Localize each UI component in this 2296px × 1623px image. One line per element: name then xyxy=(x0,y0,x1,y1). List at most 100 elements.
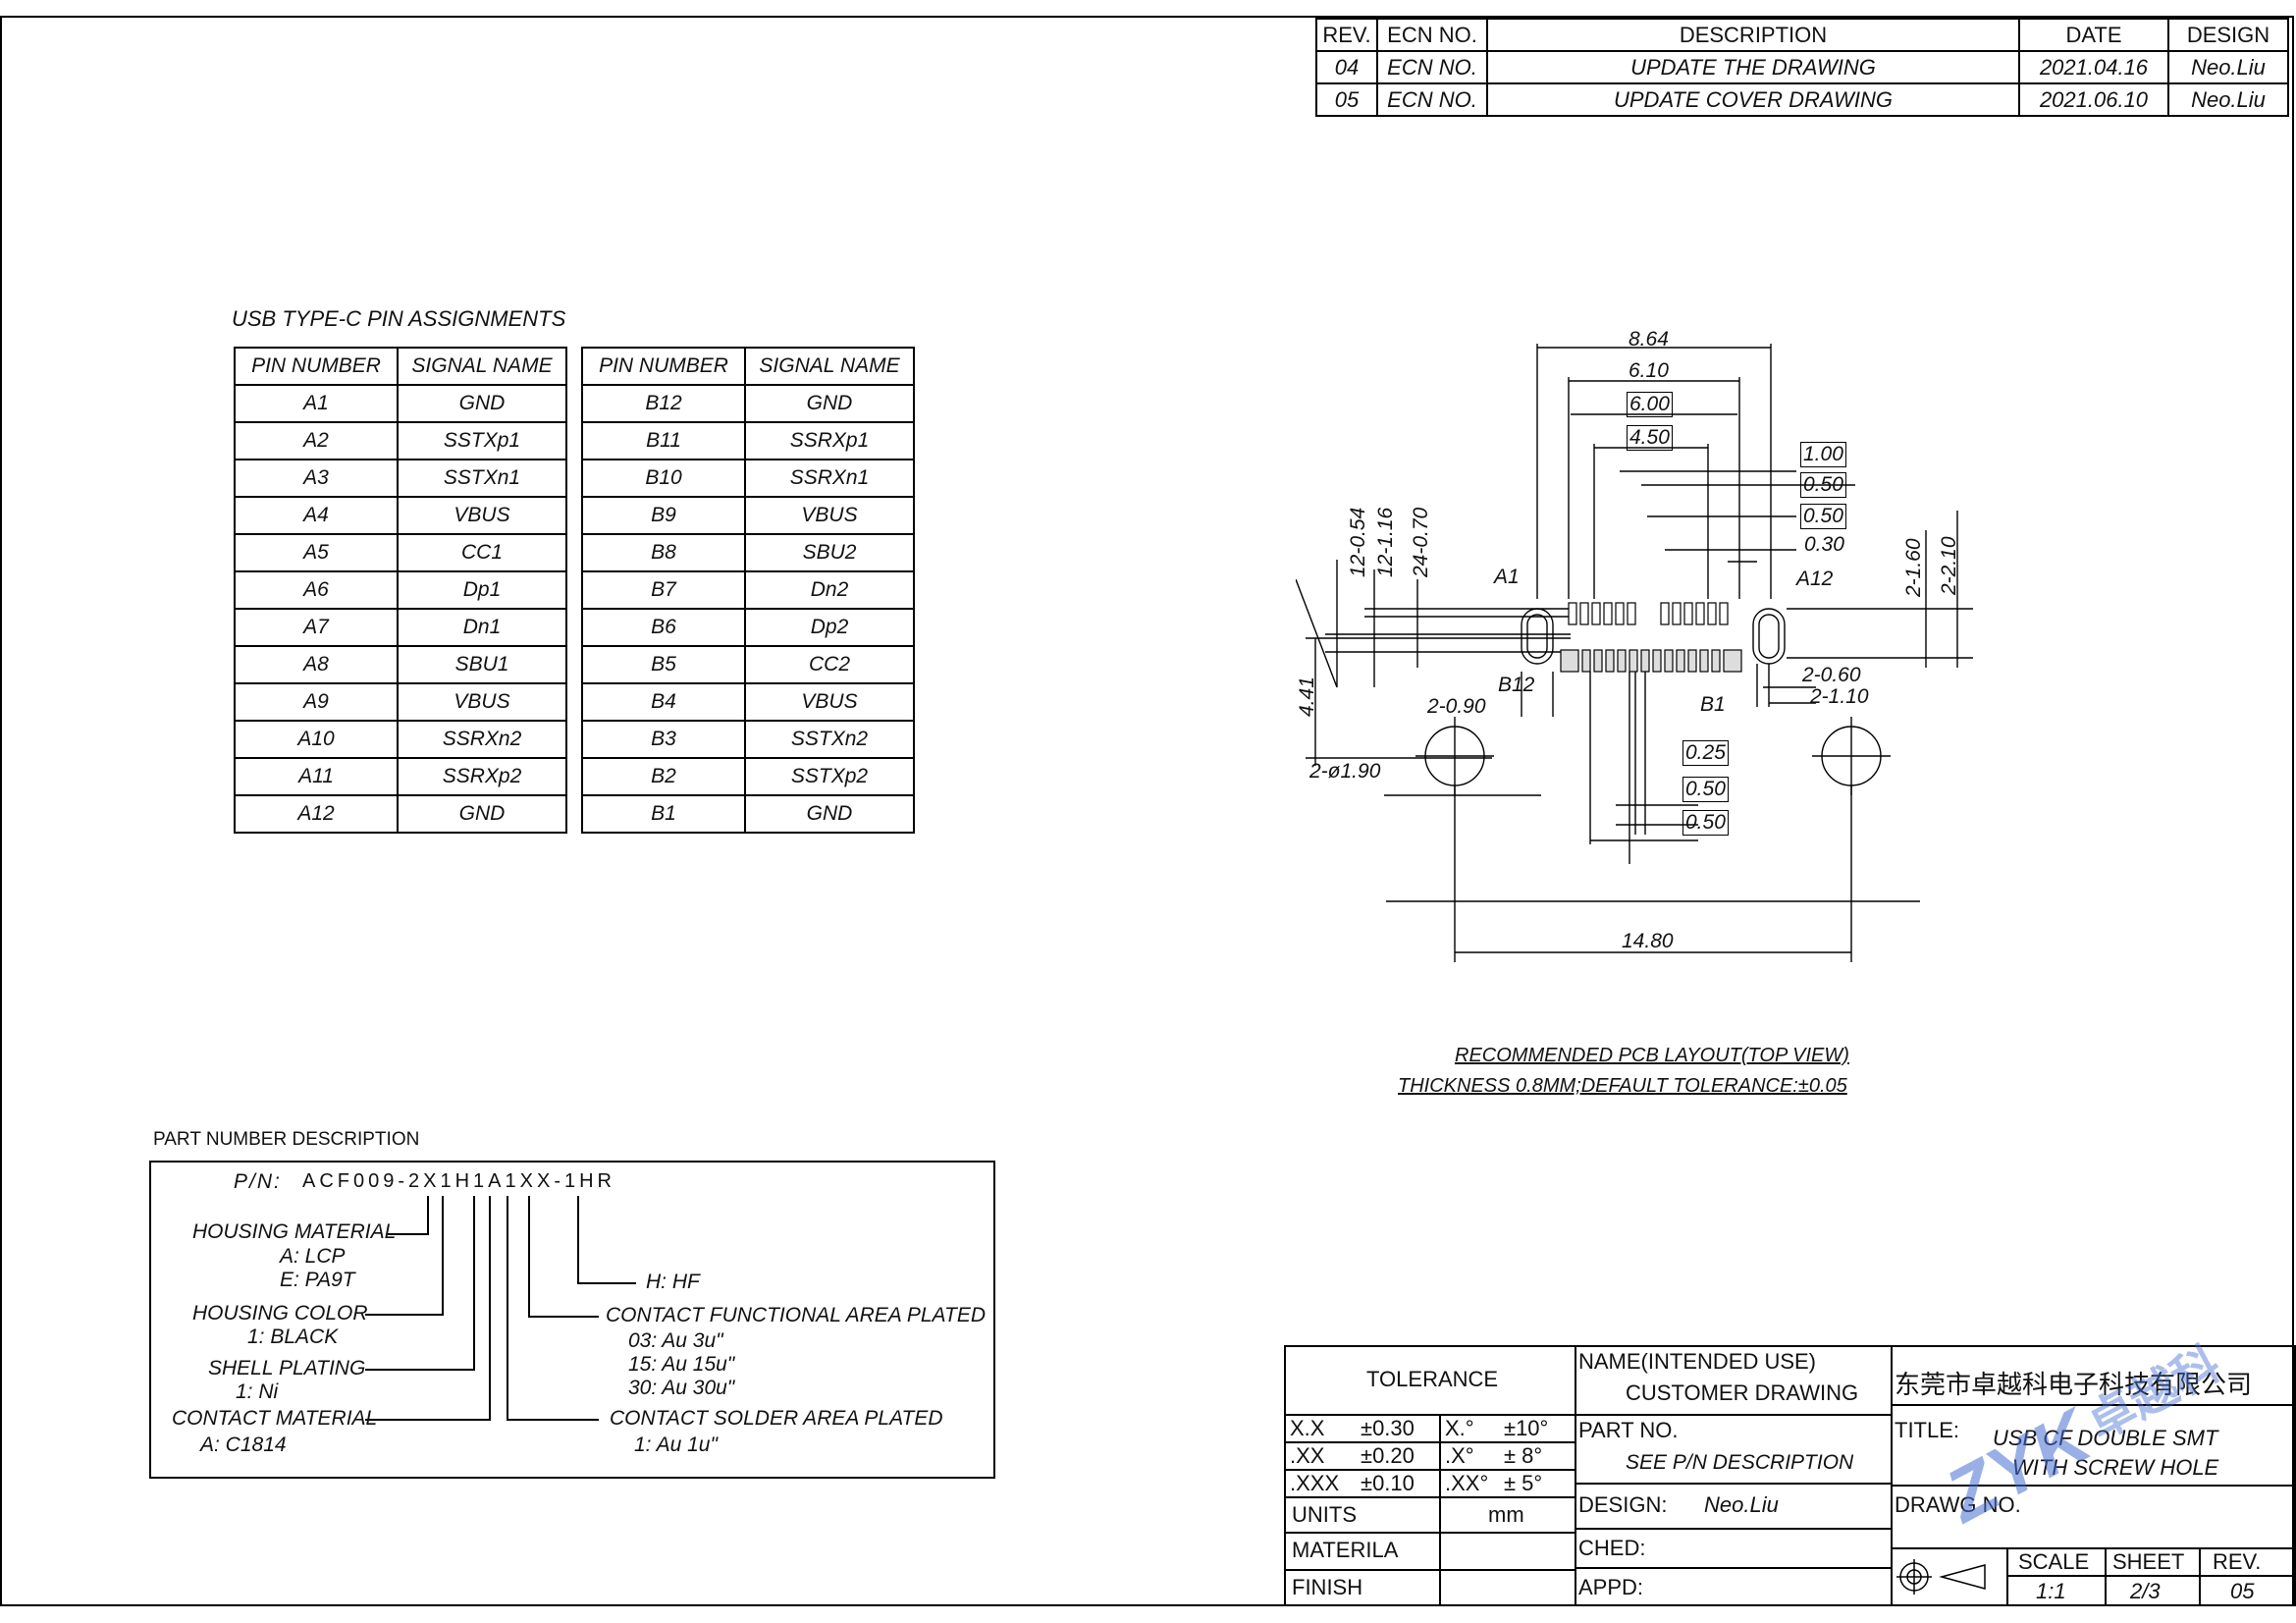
leader-line xyxy=(365,1369,475,1371)
part-no-value: SEE P/N DESCRIPTION xyxy=(1626,1451,1854,1474)
name-label: NAME(INTENDED USE) xyxy=(1578,1349,1817,1374)
tol-cell: .XX xyxy=(1290,1443,1325,1468)
tol-cell: X.X xyxy=(1290,1416,1325,1440)
pin-number-cell: B10 xyxy=(581,459,746,498)
leader-line xyxy=(365,1314,444,1316)
tol-cell: .X° xyxy=(1445,1443,1474,1468)
pin-number-cell: A11 xyxy=(234,757,399,796)
pin-number-cell: B8 xyxy=(581,533,746,572)
pin-number-cell: A3 xyxy=(234,459,399,498)
signal-name-cell: VBUS xyxy=(744,682,915,722)
signal-name-cell: SSRXp1 xyxy=(744,421,915,460)
dim-0-30: 0.30 xyxy=(1804,533,1844,556)
date-header: DATE xyxy=(2018,18,2169,52)
design-header: DESIGN xyxy=(2167,18,2289,52)
drawing-border xyxy=(0,16,2294,1606)
design-value: Neo.Liu xyxy=(1704,1492,1779,1517)
signal-name-cell: GND xyxy=(744,384,915,423)
rev-cell: 04 xyxy=(1315,50,1378,84)
divider xyxy=(2199,1547,2201,1606)
housing-material-label: HOUSING MATERIAL xyxy=(192,1220,397,1243)
leader-line xyxy=(507,1419,599,1421)
leader-line xyxy=(577,1282,636,1284)
dim-2-2-10: 2-2.10 xyxy=(1938,536,1960,595)
pin-number-cell: A12 xyxy=(234,794,399,834)
contact-material-option: A: C1814 xyxy=(200,1434,287,1456)
ecn-cell: ECN NO. xyxy=(1376,50,1488,84)
title-block xyxy=(1284,1345,2296,1606)
dim-6-00: 6.00 xyxy=(1627,392,1673,417)
contact-solder-option: 1: Au 1u" xyxy=(634,1434,718,1456)
revision-header-row: REV. ECN NO. DESCRIPTION DATE DESIGN xyxy=(1315,18,2289,52)
date-cell: 2021.04.16 xyxy=(2018,50,2169,84)
description-header: DESCRIPTION xyxy=(1486,18,2020,52)
leader-line xyxy=(507,1196,508,1421)
pn-value: ACF009-2X1H1A1XX-1HR xyxy=(302,1170,615,1192)
pin-number-cell: A4 xyxy=(234,496,399,535)
leader-line xyxy=(365,1419,491,1421)
pin-number-header: PIN NUMBER xyxy=(234,347,399,386)
appd-label: APPD: xyxy=(1578,1575,1644,1599)
scale-value: 1:1 xyxy=(2036,1579,2066,1603)
title-label: TITLE: xyxy=(1895,1418,1960,1442)
divider xyxy=(1575,1414,1891,1416)
pin-number-cell: B4 xyxy=(581,682,746,722)
pin-number-cell: A10 xyxy=(234,720,399,759)
leader-line xyxy=(528,1196,530,1318)
design-cell: Neo.Liu xyxy=(2167,82,2289,117)
revision-row: 04 ECN NO. UPDATE THE DRAWING 2021.04.16… xyxy=(1315,50,2289,84)
tol-cell: ±0.20 xyxy=(1361,1443,1415,1468)
dim-4-41: 4.41 xyxy=(1296,676,1318,717)
signal-name-cell: Dn1 xyxy=(397,608,567,647)
signal-name-cell: GND xyxy=(397,384,567,423)
pin-number-header: PIN NUMBER xyxy=(581,347,746,386)
pin-number-cell: B12 xyxy=(581,384,746,423)
sheet-label: SHEET xyxy=(2112,1549,2185,1574)
signal-name-cell: SSTXn1 xyxy=(397,459,567,498)
dim-0-25: 0.25 xyxy=(1682,740,1729,766)
divider xyxy=(1284,1569,1576,1571)
signal-name-cell: GND xyxy=(397,794,567,834)
leader-line xyxy=(388,1233,429,1235)
hf-option: H: HF xyxy=(646,1271,700,1293)
tol-cell: ±10° xyxy=(1504,1416,1549,1440)
signal-name-cell: CC1 xyxy=(397,533,567,572)
signal-name-cell: SSRXp2 xyxy=(397,757,567,796)
contact-functional-label: CONTACT FUNCTIONAL AREA PLATED xyxy=(606,1304,986,1326)
pin-number-cell: A7 xyxy=(234,608,399,647)
housing-material-option: A: LCP xyxy=(280,1245,346,1268)
pin-number-cell: A6 xyxy=(234,570,399,610)
pcb-caption-thickness: THICKNESS 0.8MM;DEFAULT TOLERANCE:±0.05 xyxy=(1398,1075,1847,1097)
pin-number-cell: A5 xyxy=(234,533,399,572)
divider xyxy=(1575,1483,1891,1485)
tolerance-label: TOLERANCE xyxy=(1366,1367,1499,1391)
signal-name-header: SIGNAL NAME xyxy=(397,347,567,386)
dim-2-1-60: 2-1.60 xyxy=(1902,538,1925,597)
pin-number-cell: B7 xyxy=(581,570,746,610)
contact-functional-option: 15: Au 15u" xyxy=(628,1353,735,1376)
material-label: MATERILA xyxy=(1292,1538,1399,1562)
divider xyxy=(2105,1547,2107,1606)
signal-name-cell: SSRXn2 xyxy=(397,720,567,759)
contact-functional-option: 30: Au 30u" xyxy=(628,1377,735,1399)
dim-0-50-d: 0.50 xyxy=(1682,810,1729,836)
rev-cell: 05 xyxy=(1315,82,1378,117)
signal-name-cell: VBUS xyxy=(397,496,567,535)
company-name: 东莞市卓越科电子科技有限公司 xyxy=(1895,1371,2253,1400)
pin-number-cell: A8 xyxy=(234,645,399,684)
